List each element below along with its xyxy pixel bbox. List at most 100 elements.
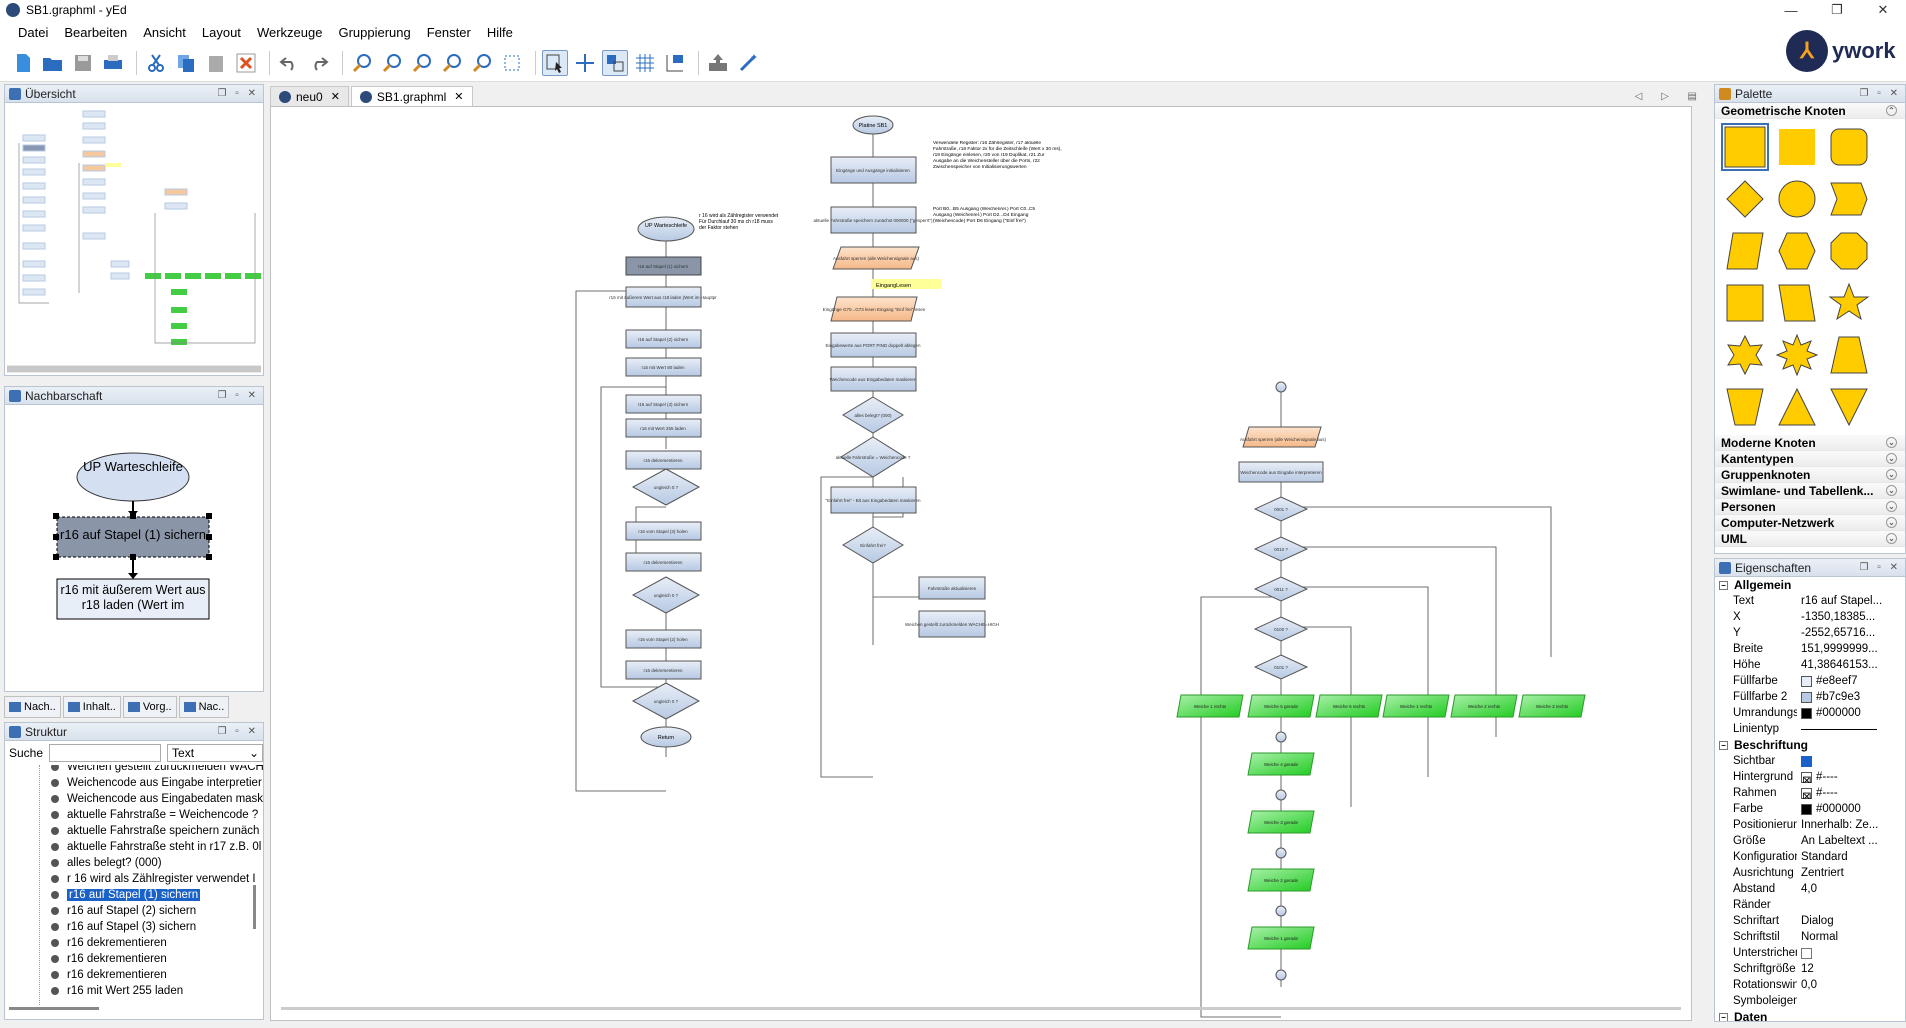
green-node[interactable]: [1247, 926, 1315, 950]
cut-button[interactable]: [143, 50, 169, 76]
edit-mode-button[interactable]: [542, 49, 568, 76]
tree-item[interactable]: r16 mit Wert 255 laden: [31, 983, 183, 999]
node-init[interactable]: [830, 156, 917, 184]
shape-octagon[interactable]: [1823, 225, 1875, 277]
node-r16-vom-stapel-3[interactable]: [625, 521, 702, 541]
menu-bearbeiten[interactable]: Bearbeiten: [64, 24, 128, 40]
fit-content-button[interactable]: [499, 50, 525, 76]
shape-trapezoid-inverted[interactable]: [1719, 381, 1771, 433]
prop-row-symbol[interactable]: Symboleigens...: [1715, 993, 1905, 1009]
copy-button[interactable]: [173, 50, 199, 76]
shape-parallelogram-2[interactable]: [1771, 277, 1823, 329]
palette-category[interactable]: UML⌄: [1715, 531, 1905, 547]
node-weichen-zurueckmelden[interactable]: [918, 610, 986, 638]
open-button[interactable]: [40, 50, 66, 76]
shape-rectangle[interactable]: [1719, 121, 1771, 173]
palette-category-geometric[interactable]: Geometrische Knoten⌃: [1715, 103, 1905, 119]
shape-star-6[interactable]: [1719, 329, 1771, 381]
tree-item[interactable]: Weichen gestellt zurückmelden WACH: [31, 765, 263, 775]
tab-nachfolger[interactable]: Nach..: [4, 696, 61, 718]
tab-inhalt[interactable]: Inhalt..: [62, 696, 121, 718]
node-fahrstrasse-aktualisieren[interactable]: [918, 576, 986, 600]
panel-controls[interactable]: ❐ ▫ ✕: [217, 390, 259, 401]
grid-button[interactable]: [632, 50, 658, 76]
menu-layout[interactable]: Layout: [201, 24, 241, 40]
tree-item[interactable]: r16 dekrementieren: [31, 951, 167, 967]
node-r16-stapel-1[interactable]: [625, 256, 702, 276]
menu-gruppierung[interactable]: Gruppierung: [338, 24, 411, 40]
canvas-hscrollbar[interactable]: [281, 1007, 1681, 1010]
prop-row-fill[interactable]: Füllfarbe#e8eef7: [1715, 673, 1905, 689]
shape-star-5[interactable]: [1823, 277, 1875, 329]
node-fahrstrasse-speichern[interactable]: [830, 206, 917, 234]
prop-row-frame[interactable]: Rahmen⊠#----: [1715, 785, 1905, 801]
overview-scrollbar[interactable]: [7, 366, 261, 372]
decision-fahrstrasse-gleich[interactable]: [840, 436, 906, 478]
decision-0010[interactable]: [1253, 536, 1309, 562]
shape-diamond[interactable]: [1719, 173, 1771, 225]
graph-canvas[interactable]: UP Warteschleife Return r16 auf Stapel (…: [270, 106, 1692, 1021]
tree-item[interactable]: aktuelle Fahrstraße speichern zunäch: [31, 823, 259, 839]
zoom-fit-button[interactable]: [469, 50, 495, 76]
node-ausfahrt-sperren[interactable]: [1242, 426, 1322, 448]
tree-item[interactable]: r16 dekrementieren: [31, 967, 167, 983]
node-r16-stapel-3[interactable]: [625, 394, 702, 414]
menu-werkzeuge[interactable]: Werkzeuge: [256, 24, 323, 40]
new-document-button[interactable]: [10, 50, 36, 76]
shape-parallelogram[interactable]: [1719, 225, 1771, 277]
delete-button[interactable]: [233, 50, 259, 76]
panel-controls[interactable]: ❐ ▫ ✕: [1859, 88, 1901, 99]
tree-item[interactable]: alles belegt? (000): [31, 855, 162, 871]
tree-item-selected[interactable]: r16 auf Stapel (1) sichern: [31, 887, 201, 903]
prop-row-background[interactable]: Hintergrund⊠#----: [1715, 769, 1905, 785]
node-r16-dekrementieren[interactable]: [625, 552, 702, 572]
tree-item[interactable]: Weichencode aus Eingabe interpretier: [31, 775, 262, 791]
green-node[interactable]: [1315, 694, 1383, 718]
move-mode-button[interactable]: [572, 50, 598, 76]
palette-category[interactable]: Computer-Netzwerk⌄: [1715, 515, 1905, 531]
tab-neu0[interactable]: neu0✕: [270, 86, 349, 106]
prop-row-positioning[interactable]: PositionierungInnerhalb: Ze...: [1715, 817, 1905, 833]
restore-button[interactable]: ❐: [1831, 2, 1843, 17]
shape-triangle[interactable]: [1771, 381, 1823, 433]
prop-row-visible[interactable]: Sichtbar: [1715, 753, 1905, 769]
green-node[interactable]: [1247, 694, 1315, 718]
close-tab-icon[interactable]: ✕: [330, 91, 340, 103]
menu-fenster[interactable]: Fenster: [426, 24, 471, 40]
shape-trapezoid[interactable]: [1823, 329, 1875, 381]
panel-controls[interactable]: ❐ ▫ ✕: [1859, 562, 1901, 573]
shape-triangle-down[interactable]: [1823, 381, 1875, 433]
prop-row-linetype[interactable]: Linientyp: [1715, 721, 1905, 737]
start-node-platine[interactable]: [852, 115, 894, 135]
tab-nachbarschaft[interactable]: Nac..: [178, 696, 230, 718]
search-input[interactable]: [49, 744, 162, 762]
prop-row-x[interactable]: X-1350,18385...: [1715, 609, 1905, 625]
close-button[interactable]: ✕: [1877, 2, 1889, 17]
panel-controls[interactable]: ❐ ▫ ✕: [217, 726, 259, 737]
decision-ungleich-0[interactable]: [631, 682, 701, 720]
prop-row-y[interactable]: Y-2552,65716...: [1715, 625, 1905, 641]
palette-category[interactable]: Swimlane- und Tabellenk...⌄: [1715, 483, 1905, 499]
prop-row-border[interactable]: Umrandungsf...#000000: [1715, 705, 1905, 721]
prop-row-rotation[interactable]: Rotationswinkel0,0: [1715, 977, 1905, 993]
neighborhood-view[interactable]: UP Warteschleife r16 auf Stapel (1) sich…: [5, 405, 263, 691]
close-tab-icon[interactable]: ✕: [454, 91, 464, 103]
menu-ansicht[interactable]: Ansicht: [143, 24, 186, 40]
connector[interactable]: [1275, 381, 1287, 393]
decision-0001[interactable]: [1253, 496, 1309, 522]
node-r16-vom-stapel-2[interactable]: [625, 629, 702, 649]
shape-rectangle-plain[interactable]: [1771, 121, 1823, 173]
palette-category[interactable]: Kantentypen⌄: [1715, 451, 1905, 467]
menu-hilfe[interactable]: Hilfe: [486, 24, 513, 40]
green-node[interactable]: [1176, 694, 1244, 718]
decision-alles-belegt[interactable]: [842, 396, 904, 434]
green-node[interactable]: [1247, 752, 1315, 776]
tab-sb1-graphml[interactable]: SB1.graphml✕: [350, 86, 473, 106]
visible-checkbox[interactable]: [1801, 755, 1812, 767]
